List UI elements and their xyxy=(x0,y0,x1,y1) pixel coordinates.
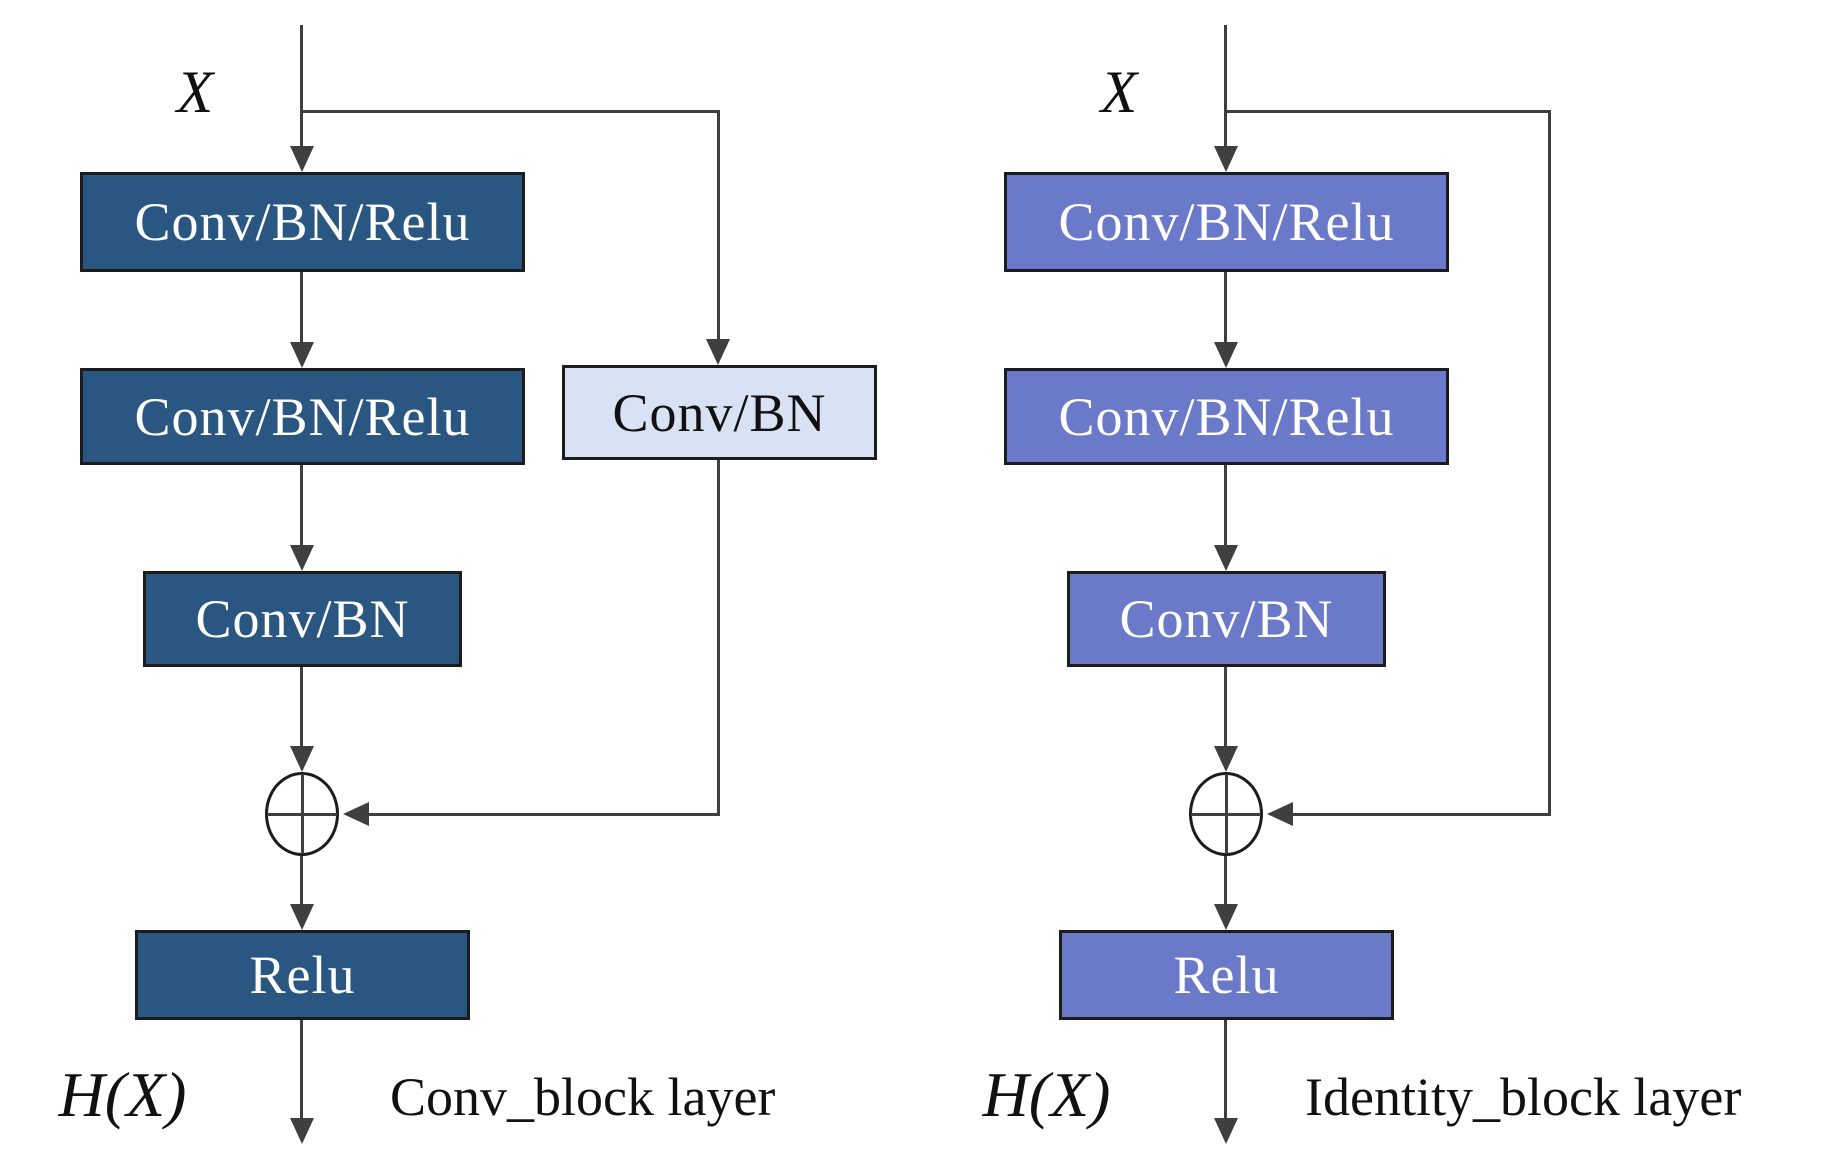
shortcut-branch-line xyxy=(1224,110,1551,113)
arrow-down-icon xyxy=(290,746,314,772)
sum-cross-vertical xyxy=(1224,774,1228,854)
arrow-down-icon xyxy=(1214,904,1238,930)
shortcut-down-line xyxy=(1548,110,1551,816)
shortcut-down-line xyxy=(717,110,720,341)
connector-line xyxy=(1224,667,1227,748)
box-label: Conv/BN xyxy=(195,589,410,649)
box-label: Relu xyxy=(1173,945,1280,1005)
sum-icon xyxy=(265,772,339,856)
box-label: Conv/BN/Relu xyxy=(134,386,471,447)
box-label: Conv/BN/Relu xyxy=(134,192,471,252)
arrow-left-icon xyxy=(1267,802,1293,826)
box-label: Conv/BN/Relu xyxy=(1058,192,1395,252)
box-label: Conv/BN xyxy=(1119,589,1334,649)
arrow-left-icon xyxy=(343,802,369,826)
shortcut-into-sum-line xyxy=(1293,813,1550,816)
conv-block-caption: Conv_block layer xyxy=(390,1067,776,1127)
arrow-down-icon xyxy=(1214,746,1238,772)
input-x-label: X xyxy=(1100,59,1138,125)
shortcut-into-sum-line xyxy=(369,813,719,816)
output-line xyxy=(1224,1020,1227,1120)
arrow-down-icon xyxy=(290,545,314,571)
arrow-down-icon xyxy=(290,342,314,368)
conv-bn-relu-box-1: Conv/BN/Relu xyxy=(80,172,525,272)
connector-line xyxy=(1224,856,1227,906)
output-line xyxy=(300,1020,303,1120)
box-label: Conv/BN xyxy=(612,382,827,443)
connector-line xyxy=(1224,272,1227,344)
arrow-down-icon xyxy=(290,146,314,172)
identity-block-caption: Identity_block layer xyxy=(1305,1067,1742,1127)
arrow-down-icon xyxy=(1214,545,1238,571)
arrow-down-icon xyxy=(290,1118,314,1144)
conv-bn-box: Conv/BN xyxy=(1067,571,1386,667)
connector-line xyxy=(300,667,303,748)
conv-bn-relu-box-1: Conv/BN/Relu xyxy=(1004,172,1449,272)
arrow-down-icon xyxy=(1214,342,1238,368)
conv-bn-relu-box-2: Conv/BN/Relu xyxy=(1004,368,1449,465)
sum-cross-vertical xyxy=(300,774,304,854)
conv-bn-relu-box-2: Conv/BN/Relu xyxy=(80,368,525,465)
output-hx-label: H(X) xyxy=(58,1059,187,1130)
shortcut-branch-line xyxy=(300,110,720,113)
connector-line xyxy=(300,465,303,545)
arrow-down-icon xyxy=(290,904,314,930)
conv-bn-box: Conv/BN xyxy=(143,571,462,667)
arrow-down-icon xyxy=(706,339,730,365)
relu-box: Relu xyxy=(135,930,470,1020)
input-stem-line xyxy=(1224,25,1227,148)
output-hx-label: H(X) xyxy=(982,1059,1111,1130)
input-stem-line xyxy=(300,25,303,148)
relu-box: Relu xyxy=(1059,930,1394,1020)
connector-line xyxy=(300,272,303,344)
shortcut-tail-line xyxy=(717,460,720,816)
shortcut-conv-bn-box: Conv/BN xyxy=(562,365,877,460)
arrow-down-icon xyxy=(1214,1118,1238,1144)
connector-line xyxy=(1224,465,1227,545)
box-label: Conv/BN/Relu xyxy=(1058,386,1395,447)
sum-icon xyxy=(1189,772,1263,856)
box-label: Relu xyxy=(249,945,356,1005)
input-x-label: X xyxy=(176,59,214,125)
connector-line xyxy=(300,856,303,906)
arrow-down-icon xyxy=(1214,146,1238,172)
